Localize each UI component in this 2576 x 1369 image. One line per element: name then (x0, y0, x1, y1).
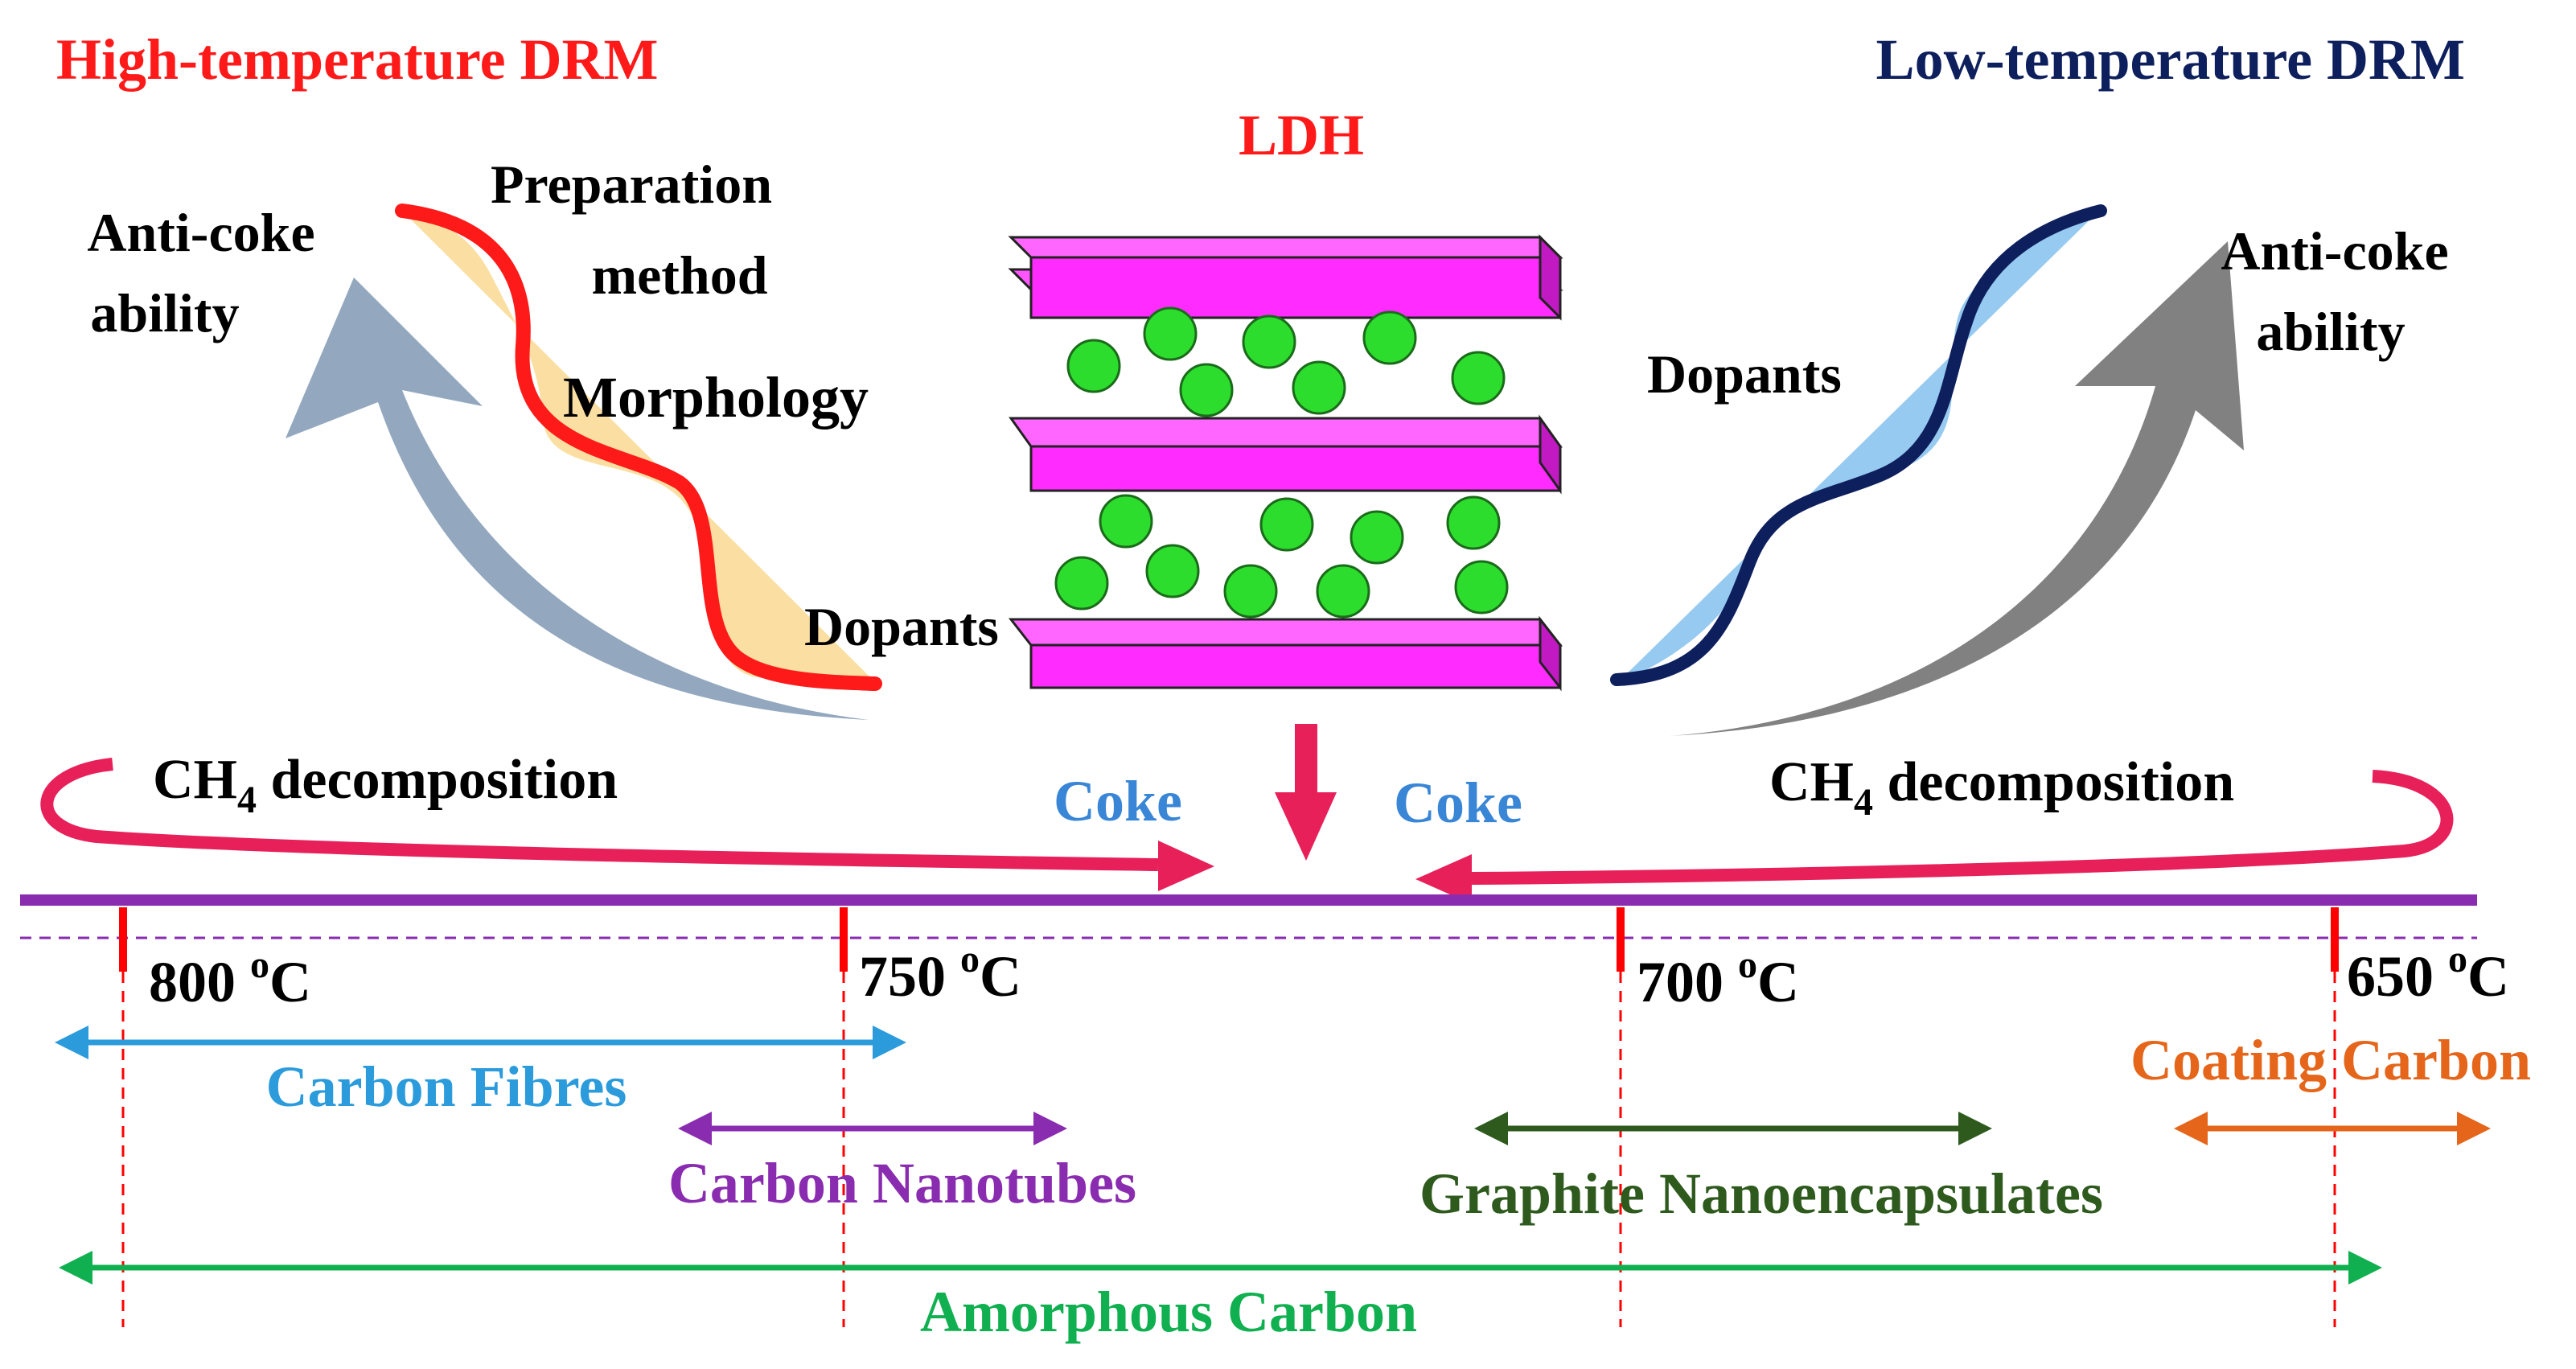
left-anti-coke-label-line2: ability (90, 282, 239, 343)
left-dopants-label: Dopants (804, 596, 999, 657)
tick-650 (2331, 907, 2339, 972)
ldh-particle (1316, 564, 1370, 619)
morphology-label: Morphology (563, 365, 869, 430)
tick-750 (840, 907, 848, 972)
temperature-timeline (20, 894, 2477, 906)
preparation-method-label-line2: method (591, 245, 767, 306)
carbon-fibres-label: Carbon Fibres (266, 1054, 627, 1119)
left-preparation-curve (395, 204, 882, 691)
preparation-method-label-line1: Preparation (491, 154, 772, 215)
ldh-particle (1066, 339, 1121, 393)
right-dopants-ribbon-fill (1617, 211, 2099, 684)
ldh-particle (1350, 510, 1404, 565)
left-anti-coke-label-line1: Anti-coke (87, 202, 314, 263)
right-dopants-label: Dopants (1647, 343, 1842, 405)
carbon-nanotubes-label: Carbon Nanotubes (668, 1151, 1136, 1215)
left-ch4-decomposition-arrow (40, 758, 1159, 871)
temp-label-750: 750 oC (859, 938, 1021, 1009)
ldh-particle (1099, 494, 1153, 549)
high-temperature-drm-heading: High-temperature DRM (56, 27, 658, 92)
left-ch4-decomposition-label: CH4 decomposition (153, 749, 618, 821)
ldh-particle (1242, 314, 1296, 369)
right-anti-coke-label-line1: Anti-coke (2221, 220, 2448, 282)
ldh-structure (1008, 234, 1563, 692)
temp-label-800: 800 oC (149, 944, 311, 1014)
tick-700 (1617, 907, 1625, 972)
coating-carbon-label: Coating Carbon (2130, 1028, 2531, 1092)
left-coke-label: Coke (1054, 769, 1182, 833)
ldh-particle (1451, 351, 1506, 405)
ldh-particle (1454, 560, 1509, 615)
temp-label-650: 650 oC (2347, 938, 2509, 1009)
right-anti-coke-label-line2: ability (2256, 301, 2405, 362)
ldh-particle (1362, 310, 1417, 365)
ldh-particle (1259, 497, 1314, 552)
right-anti-coke-arrow (1669, 241, 2244, 736)
low-temperature-drm-heading: Low-temperature DRM (1876, 27, 2465, 92)
ldh-particle (1143, 306, 1198, 361)
right-dopants-curve (1610, 204, 2107, 686)
temp-label-700: 700 oC (1637, 944, 1799, 1014)
ldh-particle (1179, 363, 1234, 417)
right-ch4-decomposition-arrow (1471, 770, 2454, 885)
right-ch4-decomposition-label: CH4 decomposition (1769, 751, 2234, 824)
tick-800 (119, 907, 127, 972)
right-coke-arrowhead (1415, 854, 1472, 904)
graphite-nanoencapsulates-label: Graphite Nanoencapsulates (1419, 1161, 2103, 1226)
ldh-down-arrow (1275, 724, 1337, 861)
ldh-particle (1292, 360, 1346, 415)
ldh-particle (1223, 564, 1278, 619)
left-coke-arrowhead (1158, 841, 1214, 891)
left-anti-coke-arrow (286, 278, 869, 720)
ldh-particle (1054, 556, 1109, 610)
amorphous-carbon-label: Amorphous Carbon (920, 1280, 1417, 1344)
ldh-particle (1446, 495, 1501, 550)
ldh-title: LDH (1239, 103, 1364, 167)
right-coke-label: Coke (1394, 771, 1522, 835)
ldh-particle (1145, 544, 1200, 598)
